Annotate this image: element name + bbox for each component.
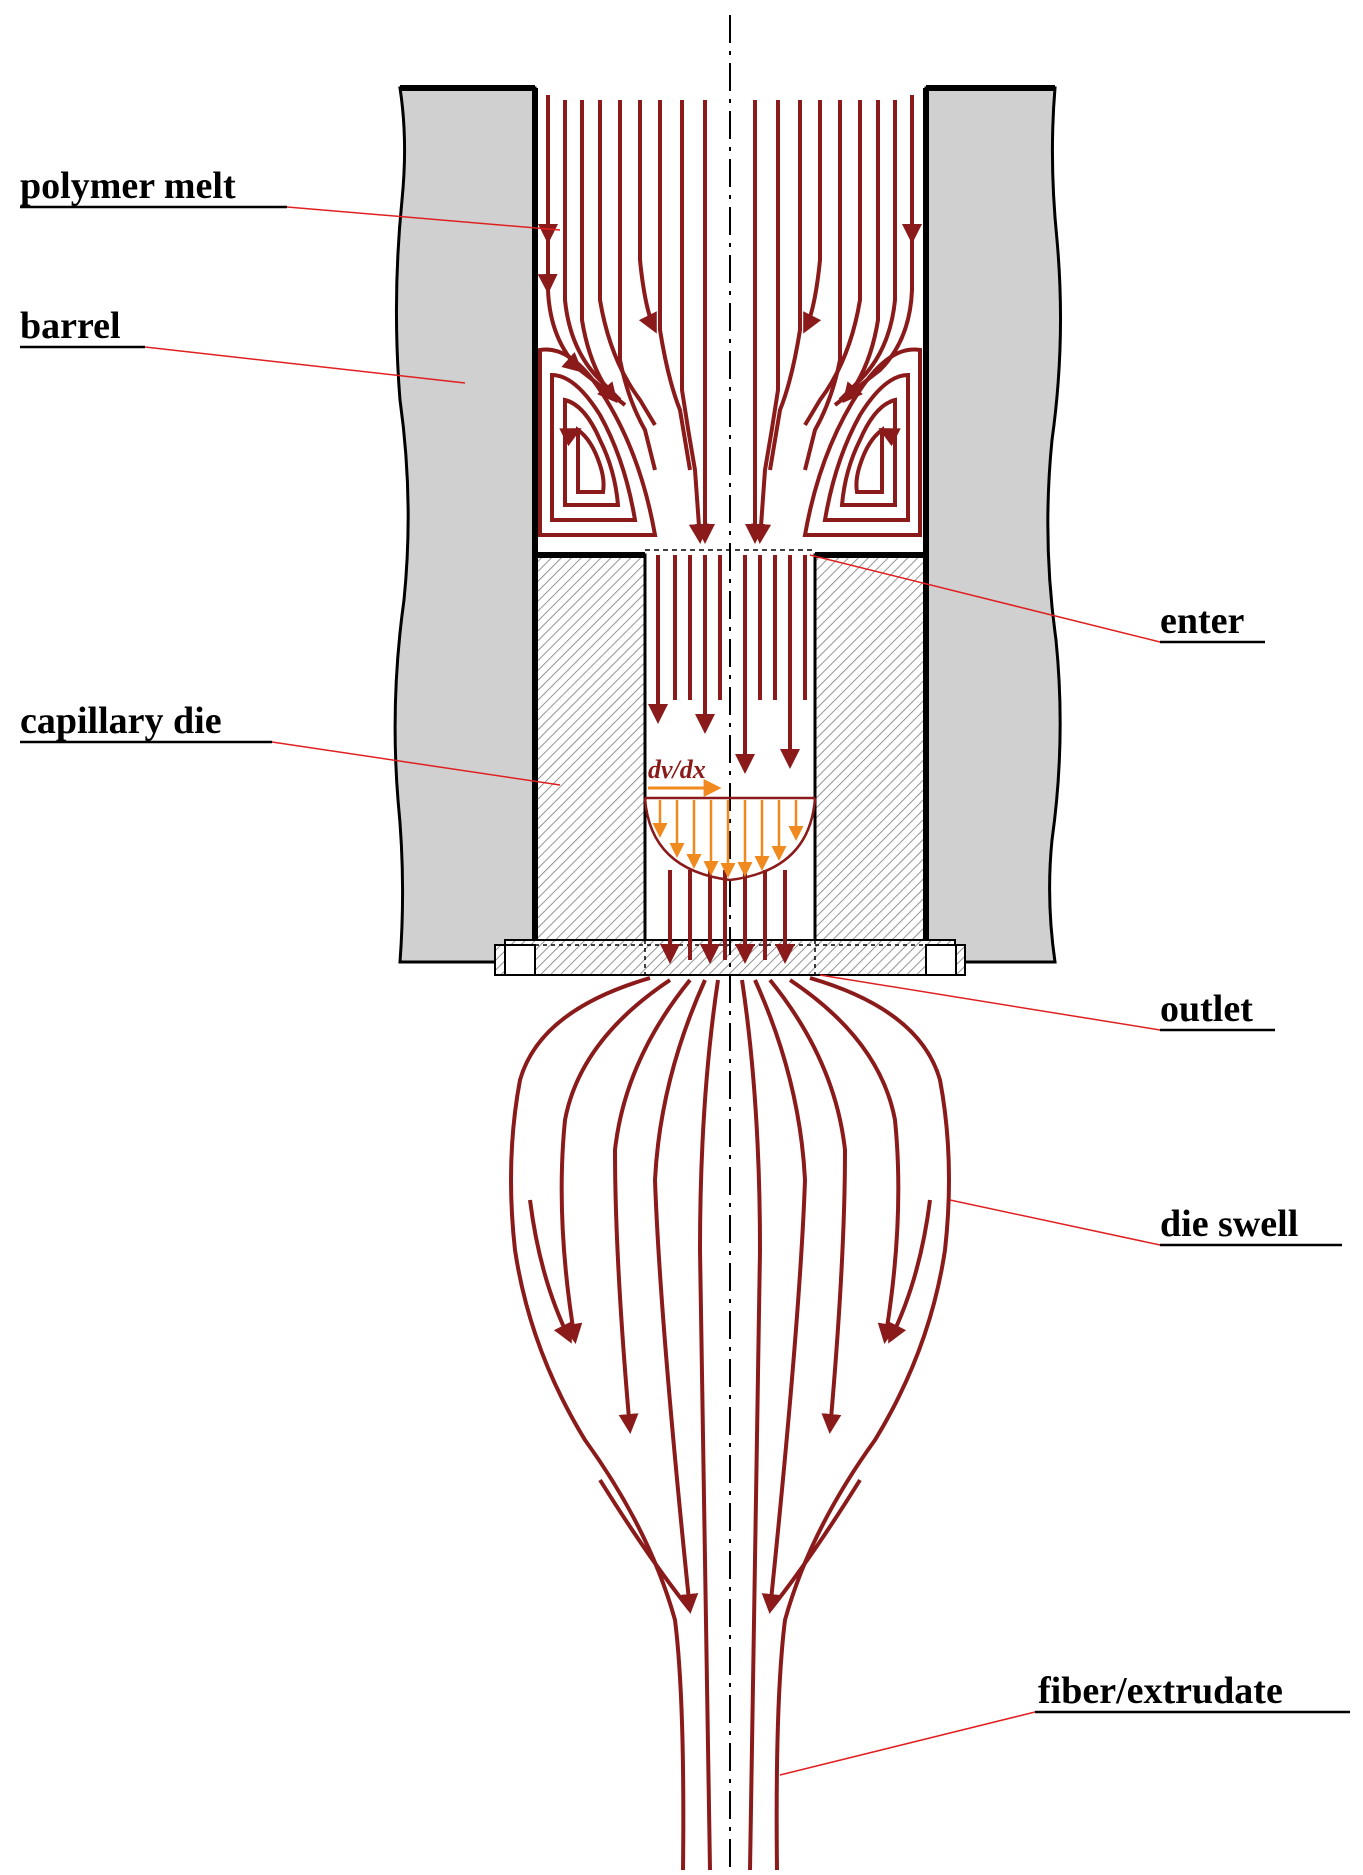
swell-outer-left bbox=[509, 976, 686, 1871]
label-fiber-extrudate: fiber/extrudate bbox=[1038, 1670, 1283, 1712]
die-right-block bbox=[813, 553, 928, 964]
label-outlet: outlet bbox=[1160, 988, 1253, 1030]
capillary-streamlines bbox=[648, 555, 807, 964]
swell-outer-right bbox=[774, 976, 951, 1871]
left-vortex-outer bbox=[538, 347, 658, 537]
label-enter: enter bbox=[1160, 600, 1245, 642]
label-capillary-die: capillary die bbox=[20, 700, 222, 742]
barrel-left-wall bbox=[393, 86, 537, 964]
labels: polymer melt barrel capillary die enter … bbox=[20, 165, 1298, 1712]
velocity-gradient-label: dv/dx bbox=[648, 755, 706, 784]
corner-vortices bbox=[538, 347, 922, 537]
velocity-profile: dv/dx bbox=[643, 755, 817, 882]
leader-fiber-extrudate bbox=[779, 1711, 1350, 1776]
right-vortex-outer bbox=[802, 347, 922, 537]
barrel-walls bbox=[393, 85, 1063, 964]
capillary-die bbox=[494, 88, 966, 976]
label-barrel: barrel bbox=[20, 305, 121, 347]
label-die-swell: die swell bbox=[1160, 1203, 1298, 1245]
die-left-block bbox=[533, 553, 647, 964]
barrel-streamlines bbox=[537, 95, 922, 544]
label-polymer-melt: polymer melt bbox=[20, 165, 236, 207]
label-underlines bbox=[20, 205, 1350, 1714]
swell-streamlines bbox=[509, 976, 951, 1871]
barrel-right-wall bbox=[924, 86, 1063, 964]
